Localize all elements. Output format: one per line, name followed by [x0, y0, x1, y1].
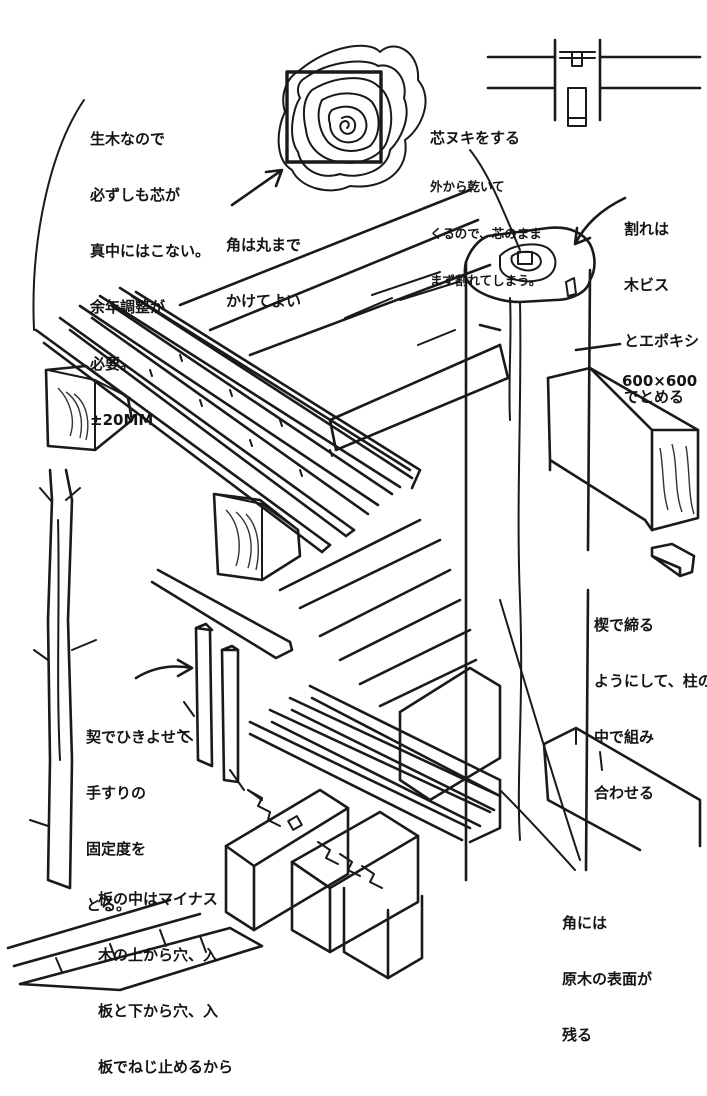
arrow-post-size: [574, 342, 622, 352]
note-wedge-fix: 楔で締る ようにして、柱の 中で組み 合わせる: [594, 578, 707, 822]
note-line: 真中にはこない。: [90, 242, 211, 260]
note-line: まず割れてしまう。: [430, 273, 542, 288]
joinery-sketch: [6, 38, 702, 992]
note-line: 必要。: [90, 354, 136, 373]
note-line: 木ビス: [624, 275, 670, 294]
note-line: 残る: [562, 1026, 593, 1044]
plank-bundle-lower: [248, 684, 502, 844]
right-lower-beam: [542, 726, 702, 852]
note-handrail-fix: 契でひきよせて 手すりの 固定度を とる。: [86, 690, 191, 934]
note-line: 外から乾いて: [430, 179, 505, 195]
note-line: 原木の表面が: [562, 969, 653, 988]
plank-bundle-upper: [34, 286, 422, 554]
note-corner-trace: 角には 原木の表面が 残る: [562, 876, 652, 1064]
note-line: 契でひきよせて: [86, 727, 192, 746]
note-line: 必ずしも芯が: [90, 185, 181, 204]
lower-step-block: [398, 666, 502, 802]
arrow-to-log-corner: [230, 168, 284, 207]
floor-planks: [6, 898, 264, 992]
note-line: かけてよい: [226, 291, 302, 310]
leader-corner-trace-2: [499, 789, 576, 871]
note-line: 中で組み: [594, 728, 655, 746]
note-corner-ok: 角は丸まで かけてよい: [226, 198, 301, 329]
note-line: 楔で締る: [594, 615, 655, 634]
note-line: とる。: [86, 896, 132, 915]
log-cross-section: [277, 44, 427, 192]
note-line: 板と下から穴、入: [98, 1002, 219, 1020]
leader-corner-trace: [499, 599, 581, 861]
leader-log-center: [32, 99, 85, 331]
note-title: 芯ヌキをする: [430, 129, 521, 148]
note-line: 板でねじ止めるから: [98, 1058, 234, 1077]
note-log-center: 生木なので 必ずしも芯が 真中にはこない。 余年調整が 必要。 ±20MM: [90, 92, 210, 448]
right-tenon-beam: [546, 366, 700, 532]
note-post-size: 600×600: [622, 334, 697, 409]
note-line: 割れは: [624, 219, 670, 238]
mortise-detail-sketch: [486, 38, 702, 127]
note-line: 生木なので: [90, 129, 166, 148]
note-line: 角は丸まで: [226, 235, 302, 254]
note-line: 固定度を: [86, 840, 147, 858]
note-line: ±20MM: [90, 410, 154, 429]
handrail-rail: [150, 518, 478, 708]
standing-log: [29, 468, 97, 890]
arrow-core-removal: [469, 149, 521, 251]
note-line: 角には: [562, 913, 608, 932]
note-line: ようにして、柱の: [594, 671, 707, 690]
wedge-piece: [650, 542, 696, 578]
note-line: 木の上から穴、入: [98, 945, 219, 964]
upper-beam: [178, 188, 510, 452]
note-line: 600×600: [622, 371, 698, 390]
arrow-handrail: [134, 658, 194, 680]
arrow-to-post-top: [573, 196, 627, 246]
board-joint-assembly: [224, 788, 424, 980]
plank-end-block-center: [212, 492, 302, 582]
handrail-posts: [179, 622, 263, 801]
note-line: 合わせる: [594, 784, 655, 803]
note-line: 手すりの: [86, 783, 147, 802]
note-line: くるので、芯のまま: [430, 226, 542, 242]
plank-end-block-left: [44, 364, 134, 452]
note-board-joint: 板の中はマイナス 木の上から穴、入 板と下から穴、入 板でねじ止めるから: [98, 852, 233, 1096]
note-crack-fix: 割れは 木ビス とエポキシ でとめる: [624, 182, 699, 426]
note-line: 余年調整が: [90, 298, 166, 317]
note-core-removal: 芯ヌキをする 外から乾いて くるので、芯のまま まず割れてしまう。: [430, 98, 542, 304]
note-line: とエポキシ: [624, 332, 700, 350]
note-line: 板の中はマイナス: [98, 889, 218, 908]
note-line: でとめる: [624, 388, 685, 407]
